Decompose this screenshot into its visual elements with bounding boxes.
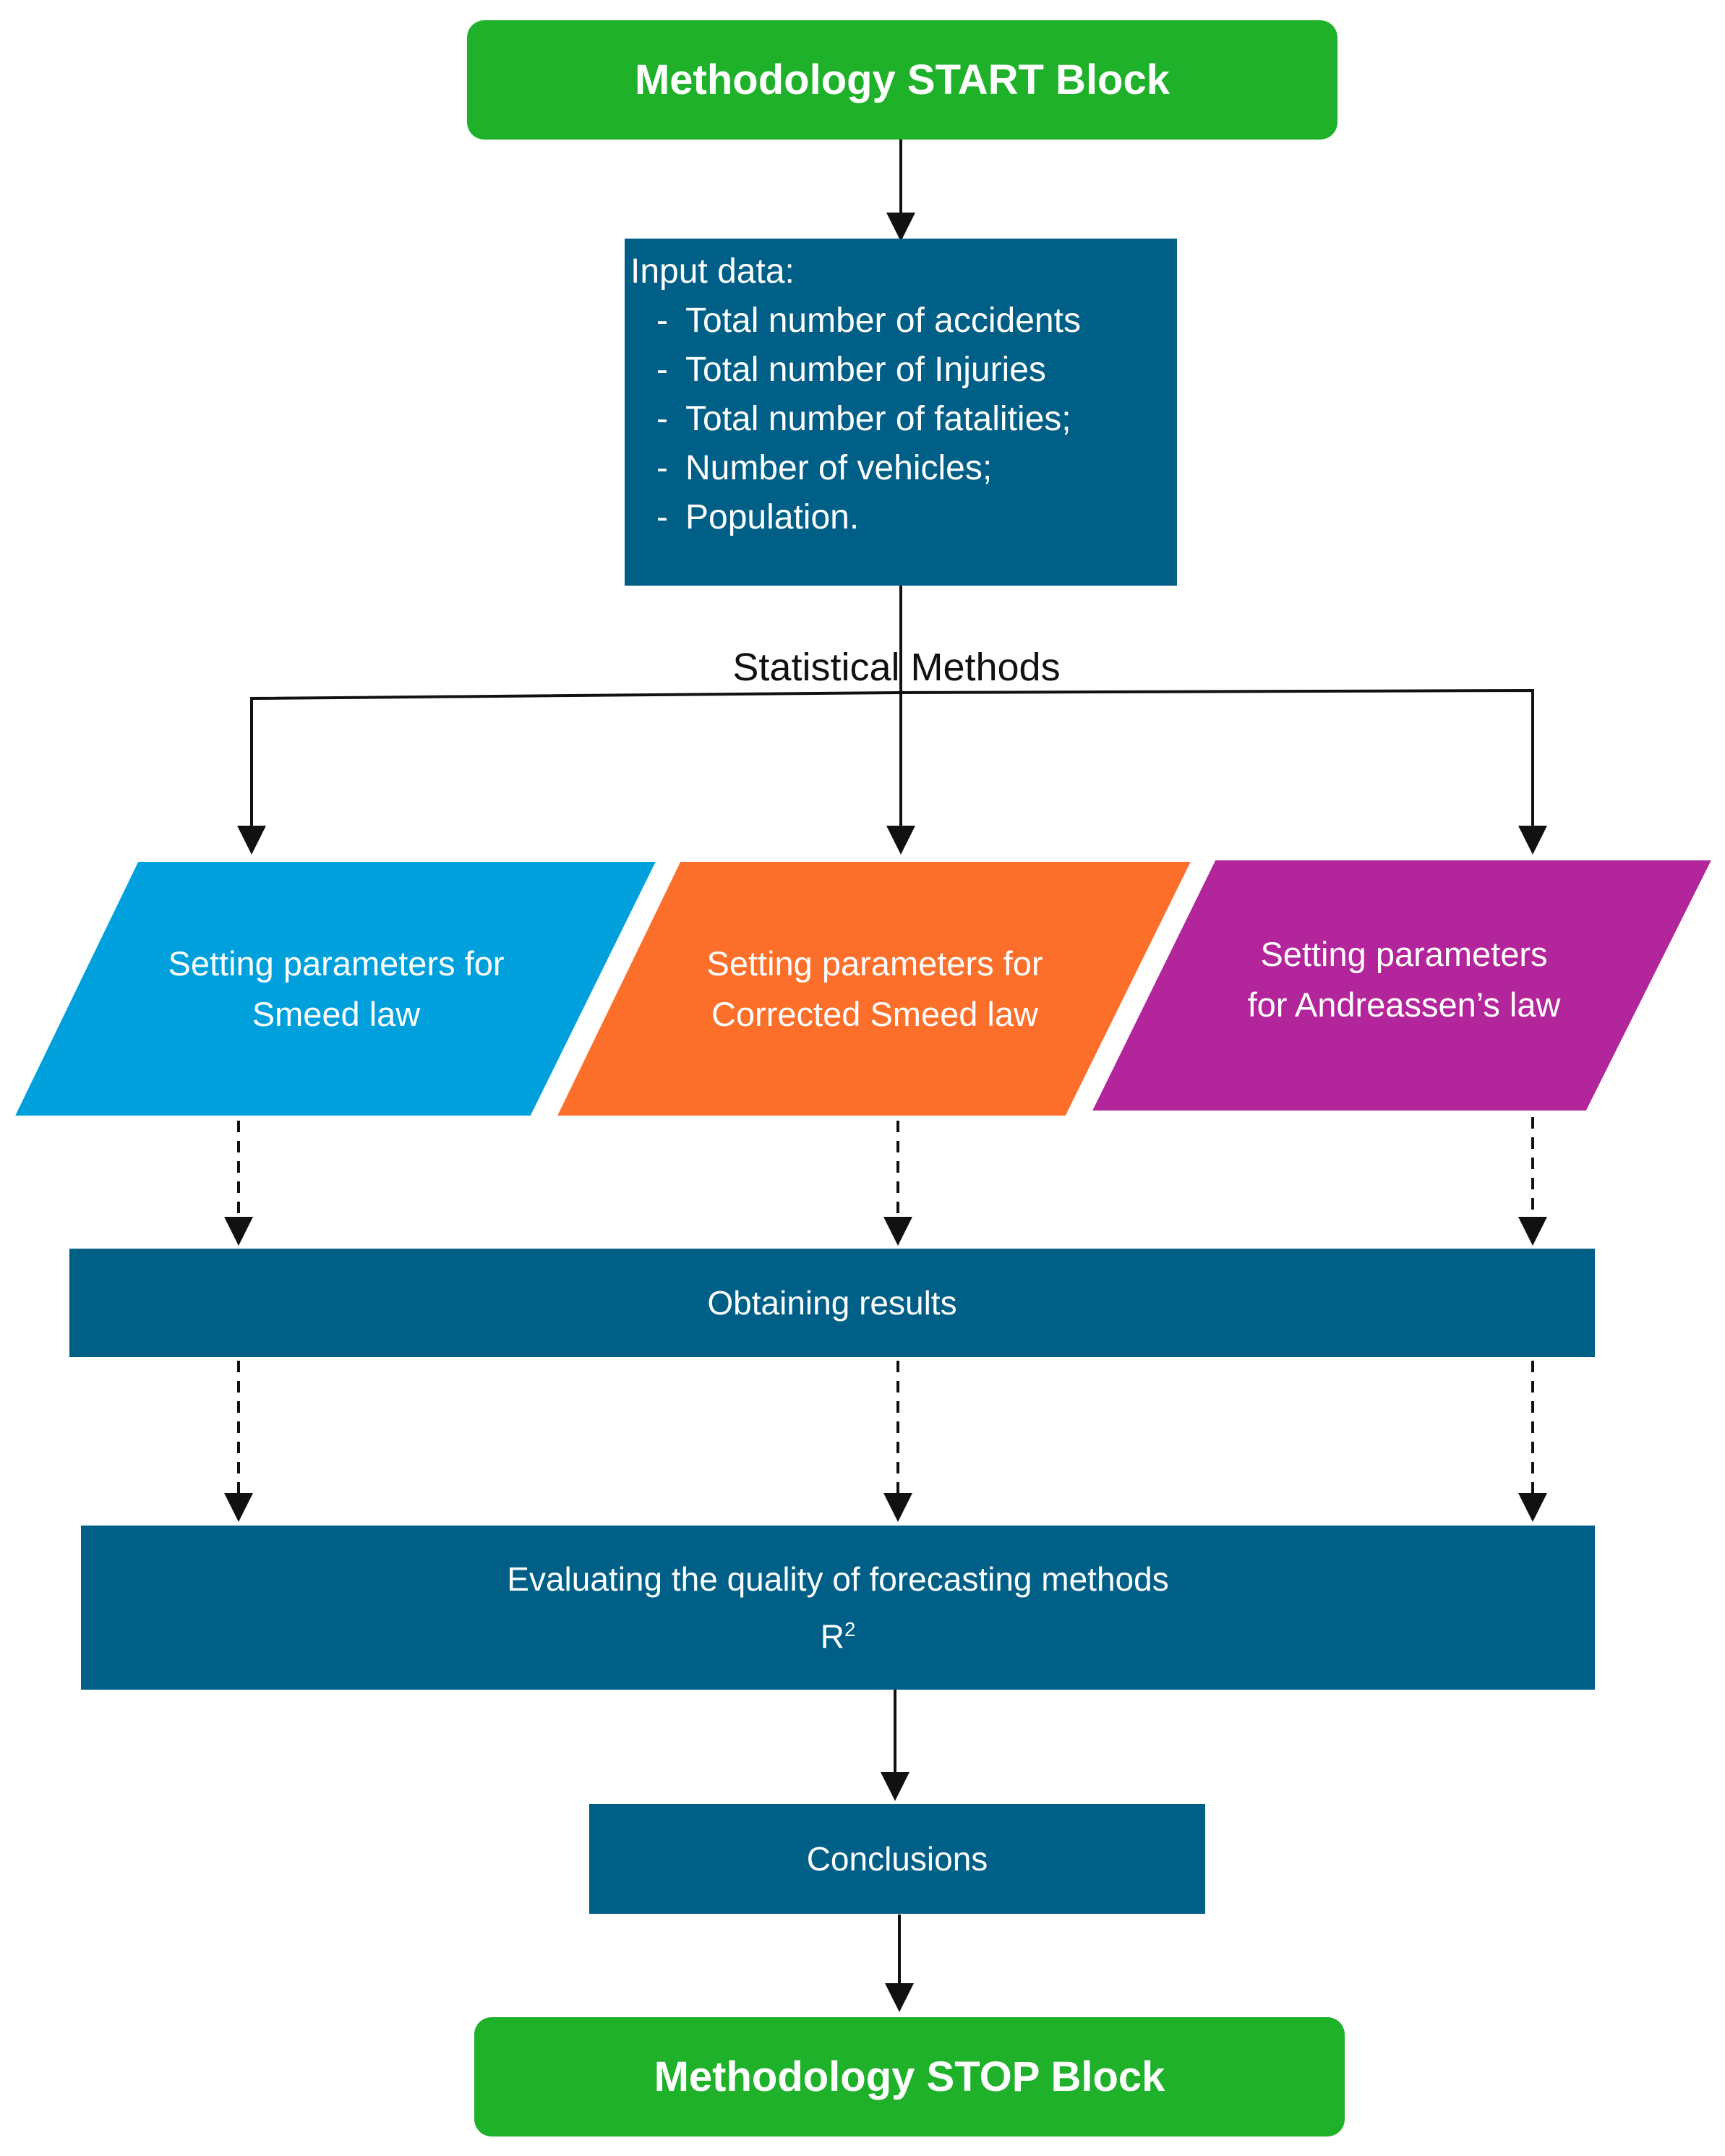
input-data-block: Input data: Total number of accidents To… xyxy=(625,239,1177,586)
andreassen-parameters-label: Setting parameters for Andreassen’s law xyxy=(1247,935,1561,1024)
input-data-list: Total number of accidents Total number o… xyxy=(630,296,1177,542)
smeed-parameters-label: Setting parameters for Smeed law xyxy=(168,944,505,1033)
input-data-item: Population. xyxy=(656,493,1177,542)
smeed-parallelogram xyxy=(10,859,661,1118)
input-data-item: Total number of fatalities; xyxy=(656,395,1177,444)
evaluation-block: Evaluating the quality of forecasting me… xyxy=(81,1526,1595,1690)
evaluation-block-label: Evaluating the quality of forecasting me… xyxy=(507,1560,1169,1598)
conclusions-block-label: Conclusions xyxy=(806,1840,988,1878)
branch-label: Statistical Methods xyxy=(732,646,1061,689)
input-data-item: Number of vehicles; xyxy=(656,444,1177,493)
stop-block-label: Methodology STOP Block xyxy=(654,2053,1165,2100)
input-data-item: Total number of Injuries xyxy=(656,346,1177,395)
andreassen-parallelogram xyxy=(1087,857,1716,1113)
evaluation-metric: R2 xyxy=(820,1617,856,1656)
corrected-smeed-parallelogram xyxy=(552,859,1196,1118)
stop-block: Methodology STOP Block xyxy=(474,2017,1345,2136)
results-block-label: Obtaining results xyxy=(707,1284,957,1322)
start-block-label: Methodology START Block xyxy=(634,56,1170,103)
start-block: Methodology START Block xyxy=(467,20,1337,140)
input-data-title: Input data: xyxy=(630,252,795,291)
branch-left-line xyxy=(237,691,902,855)
input-data-item: Total number of accidents xyxy=(656,296,1177,346)
results-block: Obtaining results xyxy=(69,1249,1595,1357)
branch-right-line xyxy=(900,688,1547,855)
corrected-smeed-parameters-label: Setting parameters for Corrected Smeed l… xyxy=(706,944,1043,1033)
conclusions-block: Conclusions xyxy=(589,1804,1205,1914)
